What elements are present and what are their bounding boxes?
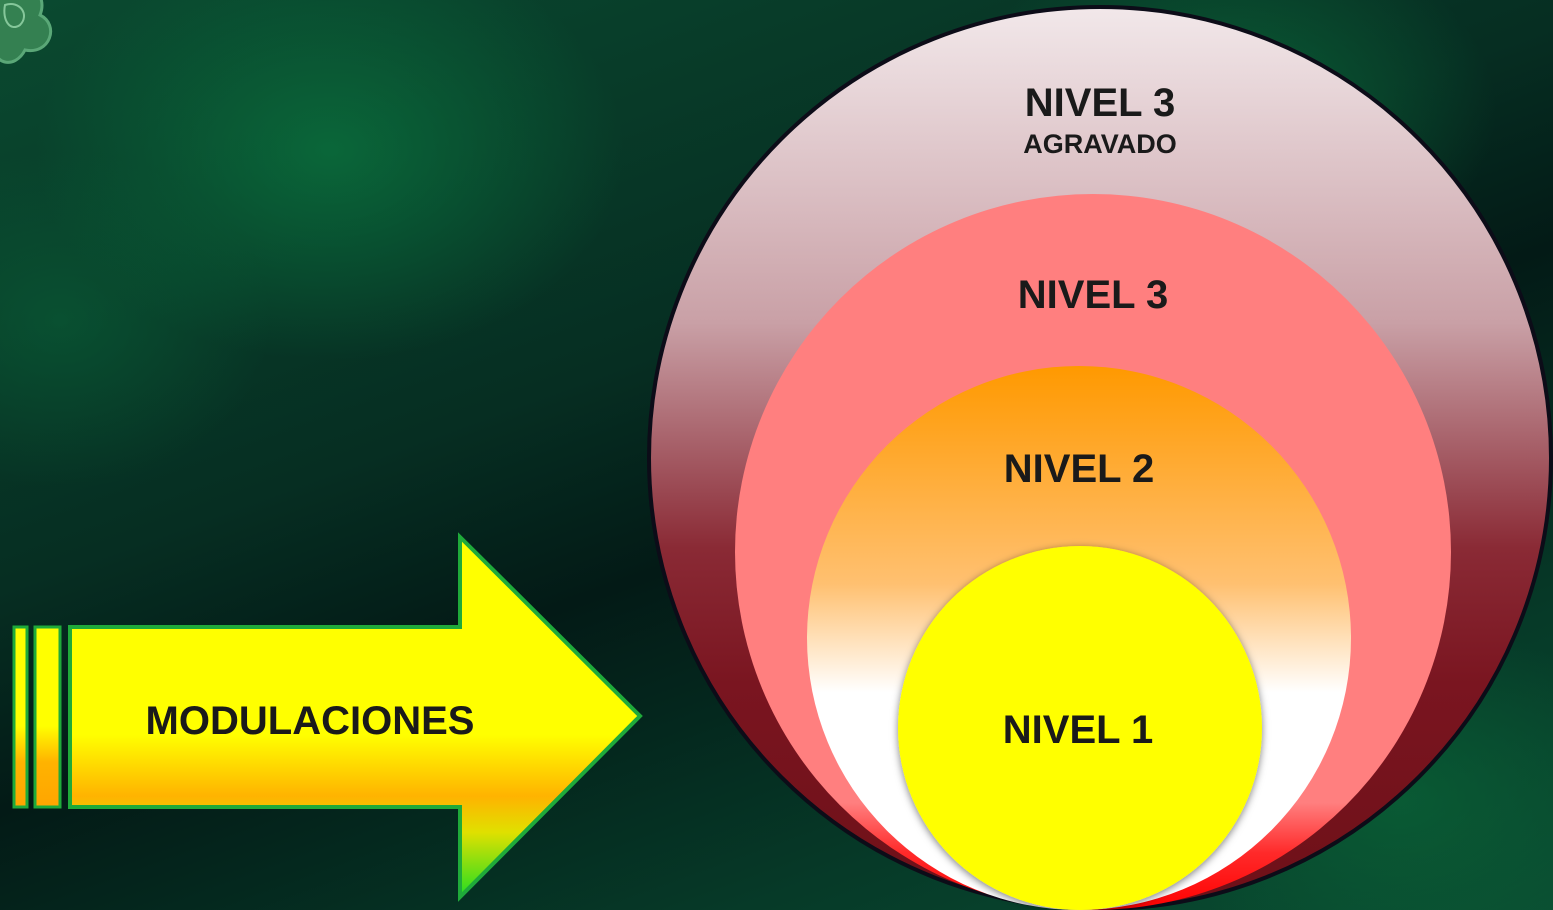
level-title: NIVEL 2 [1004,447,1154,491]
arrow-label: MODULACIONES [146,699,475,743]
arrow-stripe-2 [33,625,62,809]
level-title: NIVEL 3 [1025,81,1175,125]
decorative-corner-ornament [0,0,53,64]
level-subtitle: AGRAVADO [1023,129,1177,159]
level-title: NIVEL 3 [1018,273,1168,317]
modulaciones-arrow: MODULACIONES [12,532,643,902]
arrow-body [68,532,643,902]
arrow-stripe-1 [12,625,29,809]
level-nivel1: NIVEL 1 [898,546,1262,910]
level-title: NIVEL 1 [1003,708,1153,752]
nivel1-circle [898,546,1262,910]
